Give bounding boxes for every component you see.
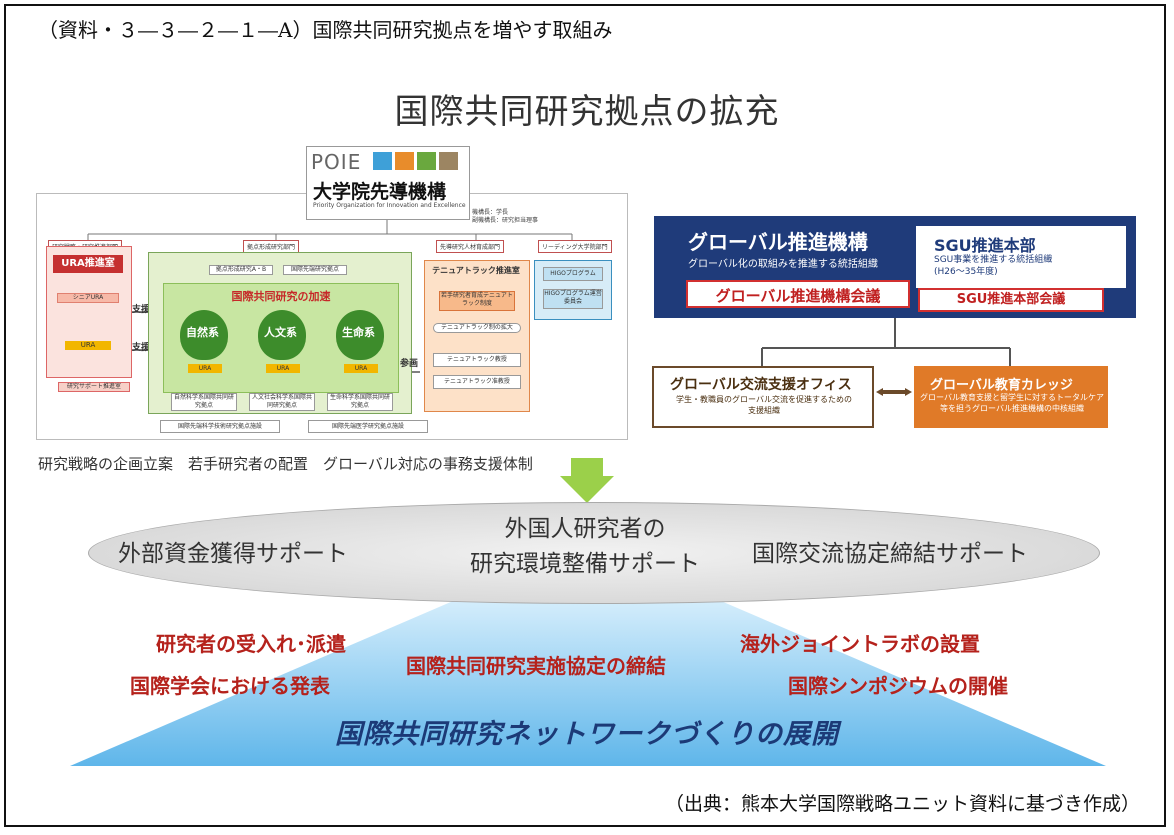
tree-humanities-ura: URA [266, 364, 300, 373]
ellipse-center-text: 外国人研究者の 研究環境整備サポート [420, 512, 750, 582]
dept-young: 先導研究人材育成部門 [436, 240, 505, 253]
sgu-sub-2: (H26～35年度) [934, 267, 998, 277]
leading-column: HIGOプログラム HIGOプログラム運営委員会 [534, 260, 612, 320]
pyramid-right-2: 国際シンポジウムの開催 [788, 674, 1008, 698]
tree-life-ura: URA [344, 364, 378, 373]
main-title: 国際共同研究拠点の拡充 [394, 92, 780, 132]
tree-natural: 自然系 [180, 310, 228, 360]
hub-ab: 拠点形成研究A・B [209, 265, 273, 275]
sgu-title: SGU推進本部 [934, 236, 1036, 255]
base-life: 生命科学系国際共同研究拠点 [327, 393, 393, 411]
exchange-office-box [652, 366, 874, 428]
poie-director: 機構長：学長 [472, 209, 509, 216]
poie-vice-director: 副機構長：研究担当理事 [472, 217, 539, 224]
ura-badge: URA [65, 341, 111, 350]
global-college-sub: グローバル教育支援と留学生に対するトータルケア等を担うグローバル推進機構の中核組… [920, 393, 1104, 413]
facility-medical: 国際先端医学研究拠点施設 [308, 420, 428, 433]
poie-logo: POIE [311, 150, 362, 174]
accel-panel: 国際共同研究の加速 自然系 URA 人文系 URA 生命系 URA [163, 283, 399, 393]
global-title: グローバル推進機構 [688, 230, 868, 254]
tenure-column: テニュアトラック推進室 若手研究者育成テニュアトラック制度 テニュアトラック制の… [424, 260, 530, 412]
support-label-1: 支援 [132, 305, 151, 315]
poie-sub: 機構長：学長 副機構長：研究担当理事 [472, 209, 538, 225]
poie-box: POIE 大学院先導機構 Priority Organization for I… [306, 146, 470, 220]
pyramid-bottom: 国際共同研究ネットワークづくりの展開 [335, 719, 839, 750]
pyramid-center: 国際共同研究実施協定の締結 [406, 654, 666, 678]
support-line: 研究戦略の企画立案 若手研究者の配置 グローバル対応の事務支援体制 [38, 455, 533, 473]
ura-title: URA推進室 [53, 255, 123, 273]
tenure-assoc: テニュアトラック准教授 [433, 375, 521, 389]
tenure-prof: テニュアトラック教授 [433, 353, 521, 367]
tree-natural-ura: URA [188, 364, 222, 373]
research-support-office: 研究サポート推進室 [58, 382, 130, 392]
global-subtitle: グローバル化の取組みを推進する統括組織 [688, 259, 878, 270]
poie-color-2 [395, 152, 414, 170]
ellipse-center-line-1: 外国人研究者の [504, 516, 666, 542]
sgu-sub-1: SGU事業を推進する統括組織 [934, 255, 1053, 265]
global-college-title: グローバル教育カレッジ [930, 378, 1073, 393]
exchange-office-title: グローバル交流支援オフィス [670, 377, 852, 393]
ura-column: URA推進室 シニアURA URA [46, 246, 132, 378]
accel-title: 国際共同研究の加速 [231, 290, 331, 303]
poie-color-1 [373, 152, 392, 170]
poie-english: Priority Organization for Innovation and… [313, 202, 466, 209]
figure-caption: （資料・３―３―２―１―A）国際共同研究拠点を増やす取組み [38, 18, 613, 42]
tree-humanities-label: 人文系 [264, 326, 297, 339]
senior-ura: シニアURA [57, 293, 119, 303]
ellipse-left-text: 外部資金獲得サポート [118, 541, 348, 567]
tenure-box: 若手研究者育成テニュアトラック制度 [439, 291, 515, 311]
sgu-sub: SGU事業を推進する統括組織 (H26～35年度) [934, 254, 1052, 278]
facility-science: 国際先端科学技術研究拠点施設 [160, 420, 280, 433]
higo-committee: HIGOプログラム運営委員会 [543, 289, 603, 309]
figure-frame [4, 4, 1166, 827]
tree-humanities: 人文系 [258, 310, 306, 360]
base-natural: 自然科学系国際共同研究拠点 [171, 393, 237, 411]
sgu-council: SGU推進本部会議 [918, 288, 1104, 312]
poie-color-4 [439, 152, 458, 170]
global-college-box [914, 366, 1108, 428]
double-arrow-icon [876, 388, 912, 396]
higo-program: HIGOプログラム [543, 267, 603, 281]
tree-life-label: 生命系 [342, 326, 375, 339]
base-humanities: 人文社会科学系国際共同研究拠点 [249, 393, 315, 411]
sgu-box [916, 226, 1126, 288]
global-council: グローバル推進機構会議 [686, 280, 910, 308]
hub-column: 拠点形成研究A・B 国際先端研究拠点 国際共同研究の加速 自然系 URA 人文系… [148, 252, 412, 414]
hub-intl: 国際先端研究拠点 [283, 265, 347, 275]
tree-life: 生命系 [336, 310, 384, 360]
poie-name: 大学院先導機構 [313, 181, 447, 203]
tenure-expand: テニュアトラック制の拡大 [433, 323, 521, 333]
support-ellipse [88, 502, 1100, 604]
pyramid-left-1: 研究者の受入れ･派遣 [156, 632, 346, 656]
source-note: （出典：熊本大学国際戦略ユニット資料に基づき作成） [664, 793, 1140, 815]
tree-natural-label: 自然系 [186, 326, 219, 339]
ellipse-center-line-2: 研究環境整備サポート [470, 551, 700, 577]
participate-label: 参画 [400, 359, 419, 369]
dept-leading: リーディング大学院部門 [538, 240, 612, 253]
pyramid-left-2: 国際学会における発表 [130, 674, 330, 698]
poie-color-3 [417, 152, 436, 170]
tenure-title: テニュアトラック推進室 [432, 266, 520, 275]
pyramid-right-1: 海外ジョイントラボの設置 [740, 632, 980, 656]
ellipse-right-text: 国際交流協定締結サポート [752, 541, 1028, 567]
exchange-office-sub: 学生・教職員のグローバル交流を促進するための支援組織 [676, 395, 852, 415]
support-label-2: 支援 [132, 343, 151, 353]
